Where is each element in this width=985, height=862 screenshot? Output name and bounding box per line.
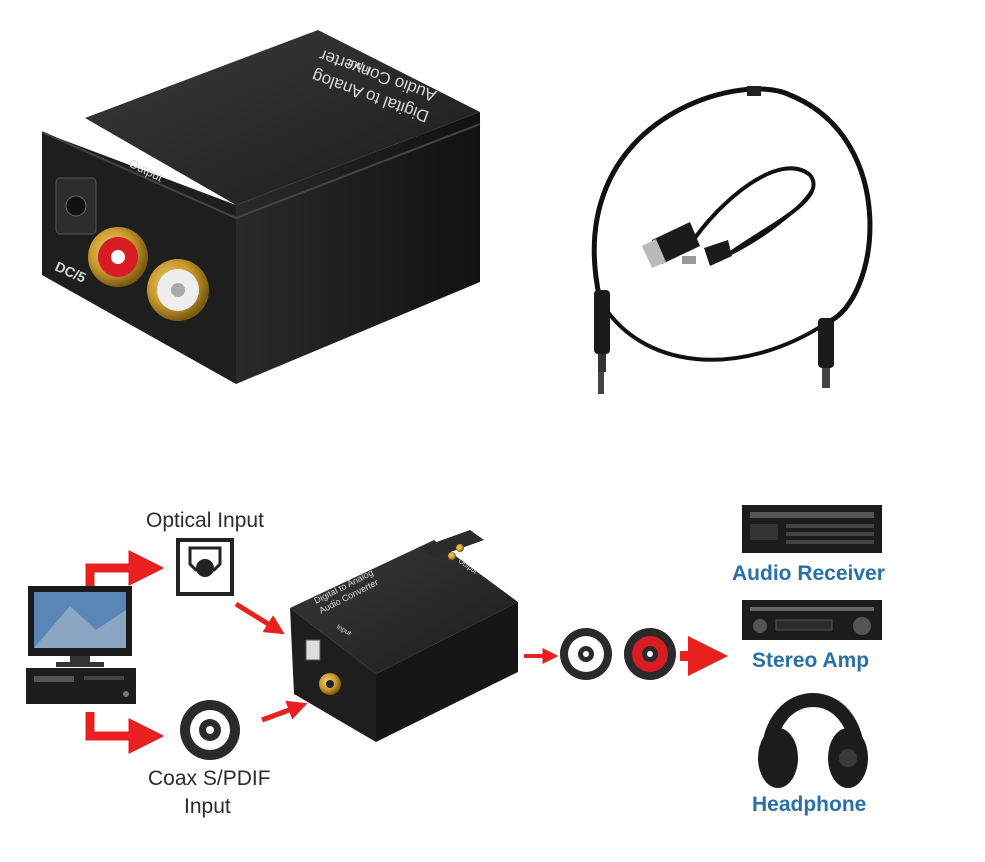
rca-white-output-icon: [560, 628, 612, 680]
optical-port-icon: [176, 538, 234, 596]
tv-icon: [28, 586, 132, 667]
stereo-amp-label: Stereo Amp: [752, 649, 870, 672]
arrow-optical-to-box: [234, 601, 285, 635]
rca-red-jack: [88, 227, 148, 287]
arrow-to-coax: [85, 712, 165, 754]
stereo-amp-icon: [742, 600, 882, 640]
arrow-to-optical: [85, 550, 165, 586]
dvd-player-icon: [26, 668, 136, 704]
audio-receiver-label: Audio Receiver: [732, 562, 885, 585]
rca-red-output-icon: [624, 628, 676, 680]
headphone-label: Headphone: [752, 793, 867, 816]
converter-box-diagram: Digital to Analog Audio Converter Input …: [290, 530, 518, 742]
optical-input-label: Optical Input: [146, 509, 264, 532]
audio-receiver-icon: [742, 505, 882, 553]
arrow-coax-to-box: [261, 700, 308, 723]
rca-white-jack: [147, 259, 209, 321]
coax-label-line2: Input: [184, 795, 231, 818]
optical-cable-photo: [591, 86, 873, 394]
usb-cable-photo: [642, 166, 816, 268]
coax-label-line1: Coax S/PDIF: [148, 767, 271, 790]
converter-box-photo: Digital to Analog Audio Converter Input …: [41, 30, 481, 384]
coax-port-icon: [180, 700, 240, 760]
headphone-icon: [758, 693, 868, 788]
